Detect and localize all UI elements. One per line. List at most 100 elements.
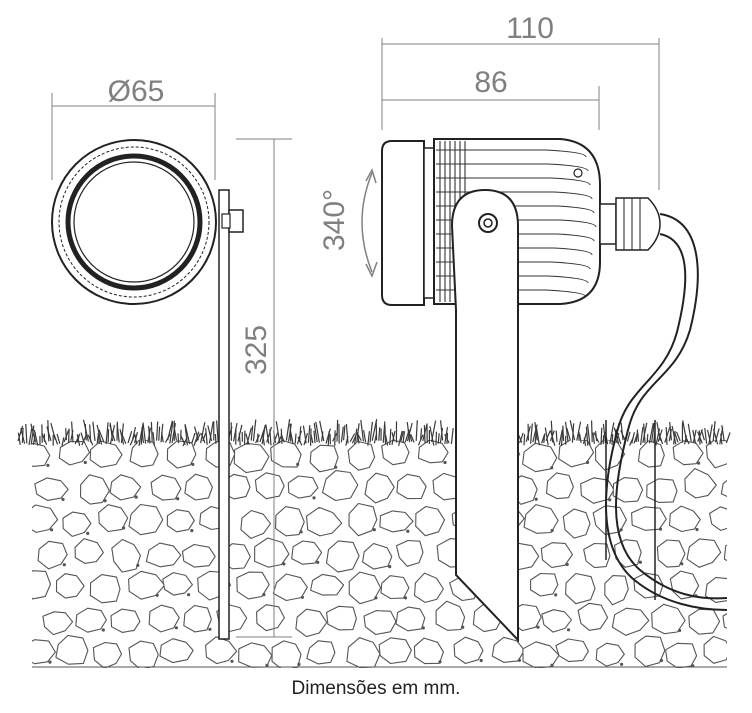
stone [522,442,558,473]
grass-blade [602,423,606,444]
stone [181,543,216,568]
indicator-dot [573,168,583,178]
grass-blade [92,421,96,441]
grass-blade [626,431,631,442]
grass-blade [20,427,26,444]
grass-blade [635,429,639,443]
grass-blade [664,427,671,443]
grass-blade [640,426,644,446]
grass-blade [120,423,124,443]
grass-blade [302,425,307,444]
stone [295,608,328,638]
grass-blade [720,433,723,445]
lamp-lens-ring [65,153,203,291]
grass-blade [152,432,155,446]
heatsink-fin [436,205,595,214]
grass-blade [700,429,705,441]
grass-blade [544,427,549,446]
grass-blade [620,422,624,441]
grass-blade [566,427,571,441]
grass-blade [30,425,35,445]
grass-blade [327,431,330,446]
stone [55,573,85,599]
grass-blade [141,427,144,444]
grass-blade [179,434,186,446]
lamp-bezel [381,140,425,306]
grass-blade [643,423,646,443]
heatsink-fin [436,289,587,298]
grass-blade [96,424,103,445]
stone [145,542,182,568]
grass-blade [349,433,356,442]
grass-blade [616,431,622,445]
stone [634,635,666,668]
grass-blade [150,421,153,442]
stone [92,641,123,668]
grass-blade [429,426,435,446]
grass-blade [265,424,270,444]
diameter-label: Ø65 [108,75,165,108]
stone [128,503,164,536]
stone [363,610,397,636]
grass-blade [127,431,133,444]
grass-blade [356,423,360,442]
grass-blade [216,420,219,443]
stone [378,637,412,665]
grass-blade [214,433,217,444]
stone [32,504,59,533]
grass-blade [530,423,533,444]
grass-blade [345,423,349,444]
caption: Dimensões em mm. [291,678,461,699]
grass-blade [280,433,285,443]
stone [326,605,357,631]
grass-blade [637,433,639,442]
grass-blade [46,426,52,442]
stone [162,572,193,596]
grass-blade [543,433,546,444]
grass-blade [410,433,415,443]
grass-blade [562,425,565,442]
grass-blade [400,430,405,442]
grass-blade [105,422,109,445]
grass-blade [138,430,143,447]
grass-blade [261,424,266,445]
lamp-lens [73,161,195,283]
grass-blade [354,428,358,445]
stone [545,472,574,500]
grass-blade [80,432,85,443]
stone [415,505,446,537]
grass-blade [250,425,254,441]
stone [381,440,410,466]
stone [555,638,589,663]
stone [705,440,727,469]
soil-ground [32,440,727,668]
grass-blade [444,427,449,444]
heatsink-fin [436,275,589,284]
grass-blade [53,434,59,445]
grass-blade [384,434,389,446]
stone [129,440,159,468]
grass-blade [369,421,373,443]
stone [321,470,359,502]
heatsink-fin [436,233,595,242]
grass-blade [65,428,67,441]
grass-blade [391,432,395,442]
stone [540,542,574,569]
grass-blade [195,433,202,443]
grass-blade [519,432,524,444]
grass-blade [184,424,191,445]
stone [413,637,444,665]
grass-blade [87,434,94,446]
grass-blade [684,435,690,445]
stone [395,606,426,632]
grass-blade [262,432,265,446]
stone [110,608,141,633]
stone [684,467,717,499]
grass-blade [600,427,603,445]
grass-blade [285,419,291,441]
grass-blade [549,430,556,446]
stone [595,642,625,667]
grass-blade [576,421,582,441]
grass-blade [651,422,655,443]
grass-blade [315,421,320,443]
